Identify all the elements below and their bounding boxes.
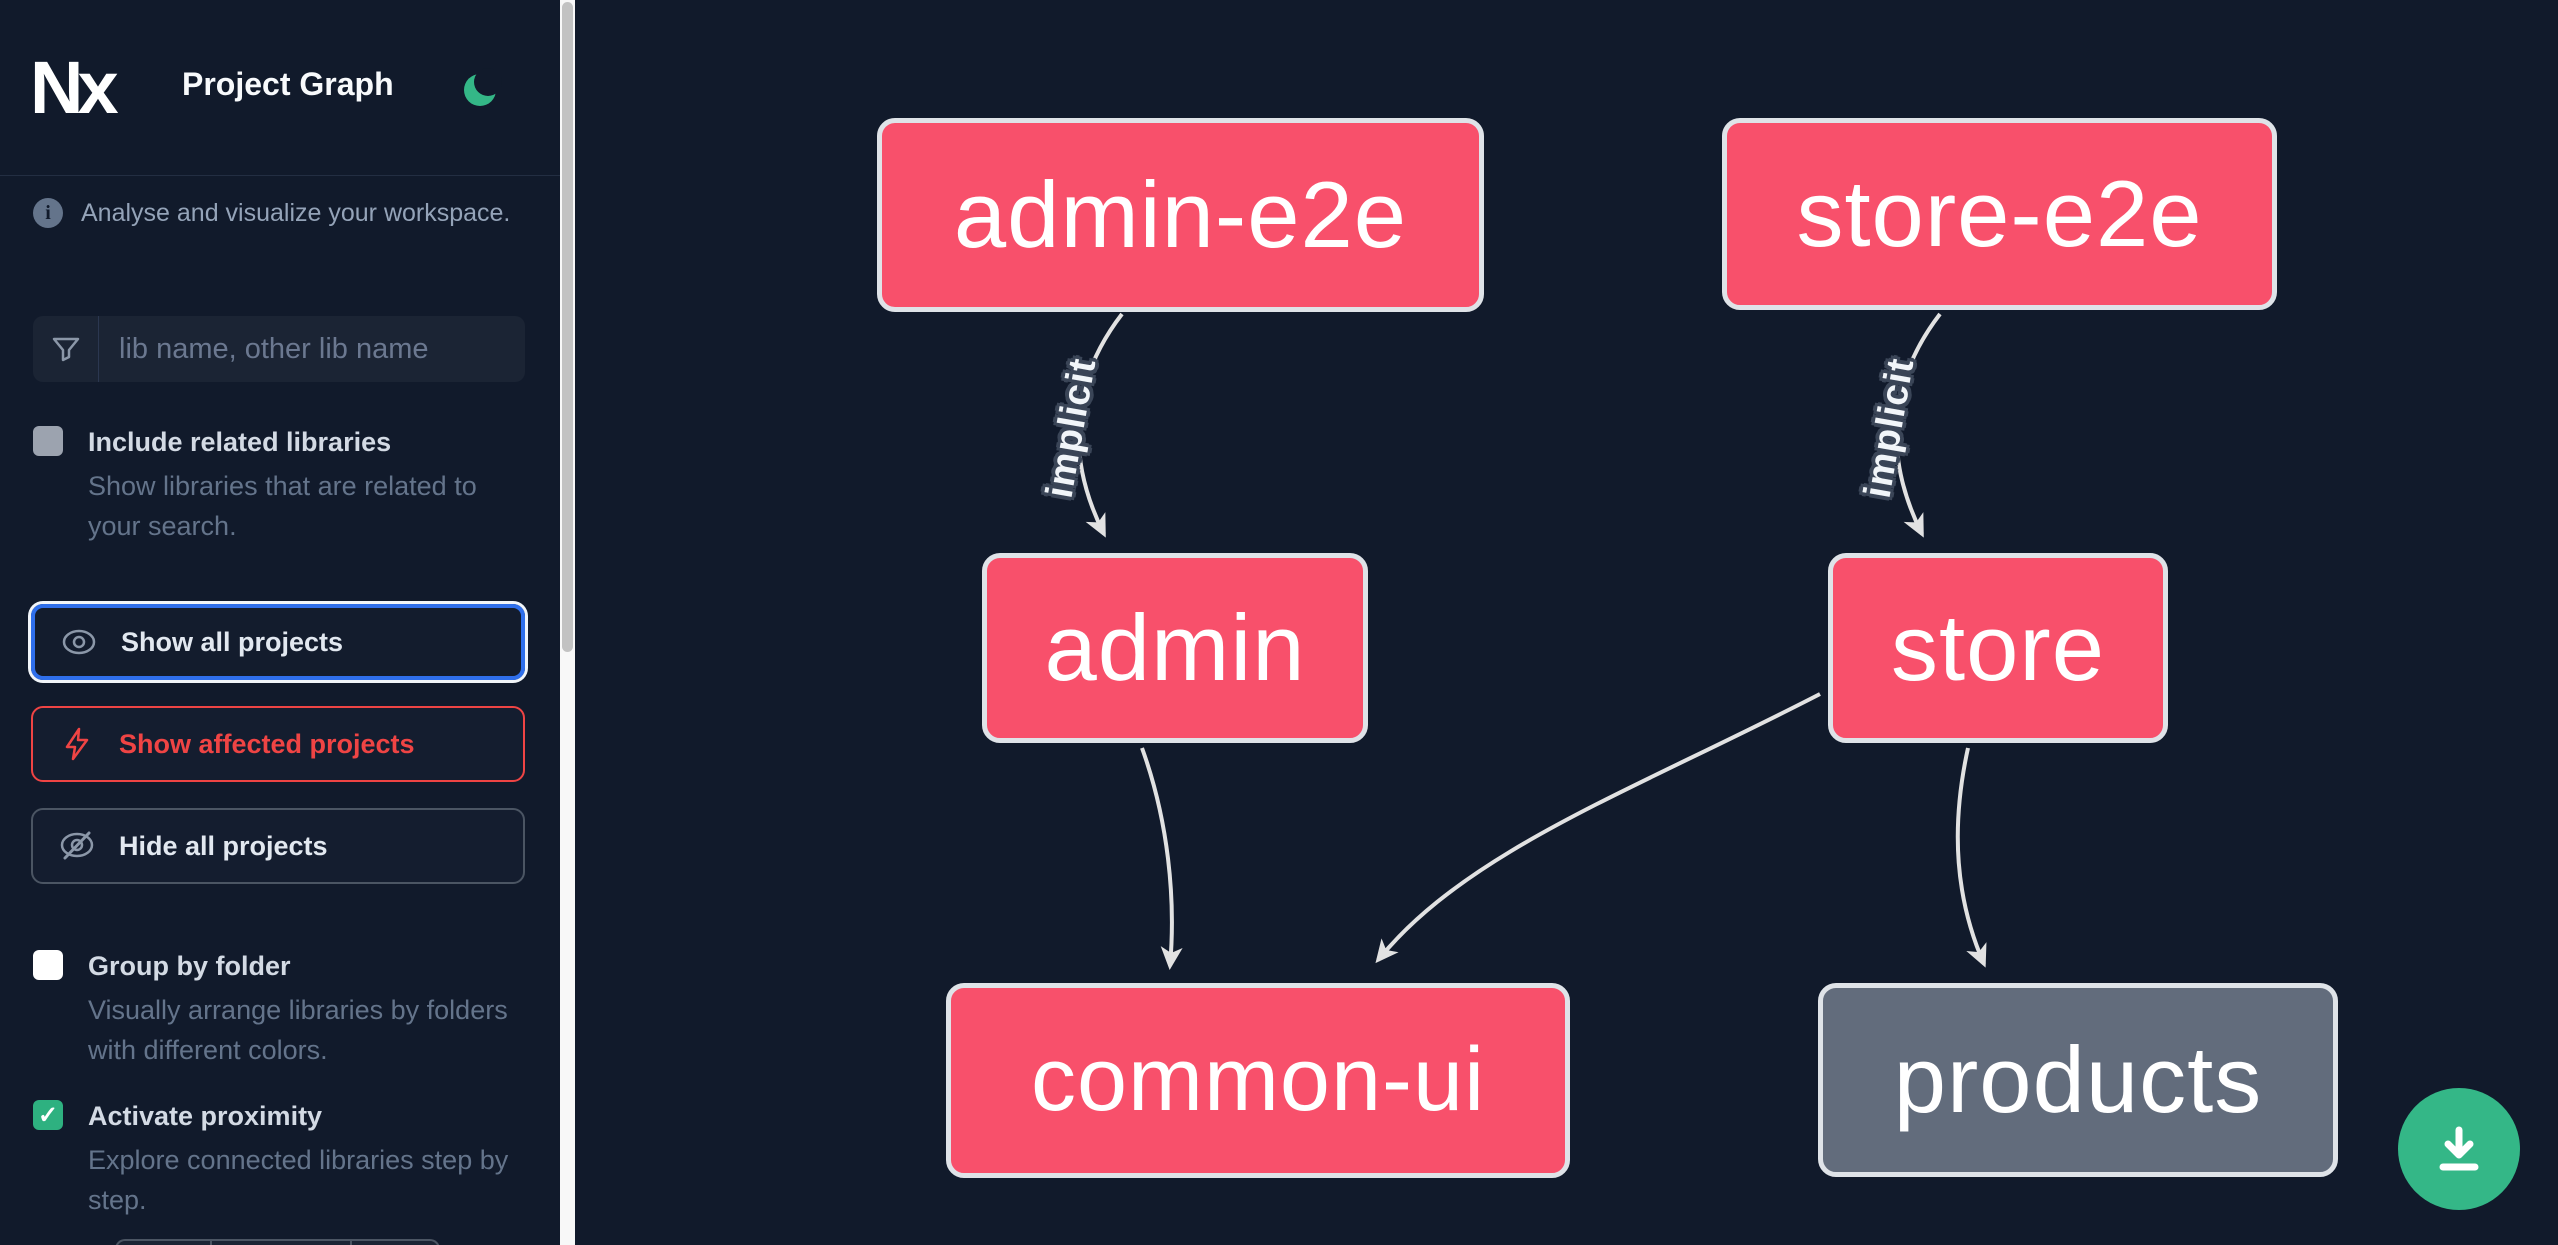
workspace-tagline-row: i Analyse and visualize your workspace.	[33, 198, 533, 228]
show-all-projects-label: Show all projects	[121, 626, 344, 657]
graph-node-admin-e2e[interactable]: admin-e2e	[877, 118, 1484, 312]
edge-admin-e2e-admin	[1076, 312, 1124, 538]
eye-off-icon	[60, 831, 94, 860]
sidebar: Nx Project Graph i Analyse and visualize…	[0, 0, 560, 1245]
library-filter-input[interactable]	[99, 316, 525, 382]
edge-store-e2e-store	[1894, 312, 1942, 538]
info-icon: i	[33, 198, 63, 228]
filter-icon-segment	[33, 316, 99, 382]
graph-node-store-e2e[interactable]: store-e2e	[1722, 118, 2277, 310]
dark-mode-toggle[interactable]	[460, 66, 504, 110]
activate-proximity-description: Explore connected libraries step by step…	[88, 1145, 509, 1215]
include-related-checkbox[interactable]	[33, 426, 63, 456]
activate-proximity-label[interactable]: Activate proximity	[88, 1101, 323, 1131]
sidebar-header: Nx Project Graph	[0, 0, 560, 176]
graph-node-store[interactable]: store	[1828, 553, 2168, 743]
graph-node-common-ui[interactable]: common-ui	[946, 983, 1570, 1178]
activate-proximity-checkbox[interactable]: ✓	[33, 1100, 63, 1130]
include-related-description: Show libraries that are related to your …	[88, 471, 477, 541]
group-by-folder-label[interactable]: Group by folder	[88, 951, 291, 981]
graph-node-products[interactable]: products	[1818, 983, 2338, 1177]
funnel-icon	[52, 337, 79, 362]
library-filter	[33, 316, 525, 382]
show-affected-projects-label: Show affected projects	[119, 728, 415, 759]
show-all-projects-button[interactable]: Show all projects	[31, 604, 525, 680]
lightning-bolt-icon	[65, 727, 89, 761]
app-title: Project Graph	[182, 66, 394, 102]
download-image-button[interactable]	[2398, 1088, 2520, 1210]
nx-logo: Nx	[30, 46, 119, 129]
workspace-tagline: Analyse and visualize your workspace.	[81, 198, 511, 227]
graph-node-admin[interactable]: admin	[982, 553, 1368, 743]
sidebar-scrollbar-thumb[interactable]	[562, 2, 573, 652]
sidebar-scrollbar[interactable]	[560, 0, 575, 1245]
check-icon: ✓	[37, 1101, 59, 1129]
edge-store-products	[1955, 747, 1987, 968]
include-related-label[interactable]: Include related libraries	[88, 427, 392, 457]
eye-icon	[62, 629, 96, 655]
activate-proximity-row: ✓ Activate proximity Explore connected l…	[33, 1098, 533, 1220]
group-by-folder-row: Group by folder Visually arrange librari…	[33, 948, 533, 1070]
hide-all-projects-button[interactable]: Hide all projects	[31, 808, 525, 884]
stepper-value	[212, 1241, 352, 1245]
edge-store-common-ui	[1375, 692, 1821, 964]
show-affected-projects-button[interactable]: Show affected projects	[31, 706, 525, 782]
edge-admin-common-ui	[1140, 747, 1183, 970]
stepper-decrement[interactable]	[117, 1241, 212, 1245]
group-by-folder-checkbox[interactable]	[33, 950, 63, 980]
proximity-depth-stepper[interactable]	[115, 1239, 440, 1245]
download-icon	[2439, 1126, 2479, 1171]
hide-all-projects-label: Hide all projects	[119, 830, 328, 861]
moon-icon	[464, 68, 502, 106]
group-by-folder-description: Visually arrange libraries by folders wi…	[88, 995, 508, 1065]
include-related-row: Include related libraries Show libraries…	[33, 424, 533, 546]
